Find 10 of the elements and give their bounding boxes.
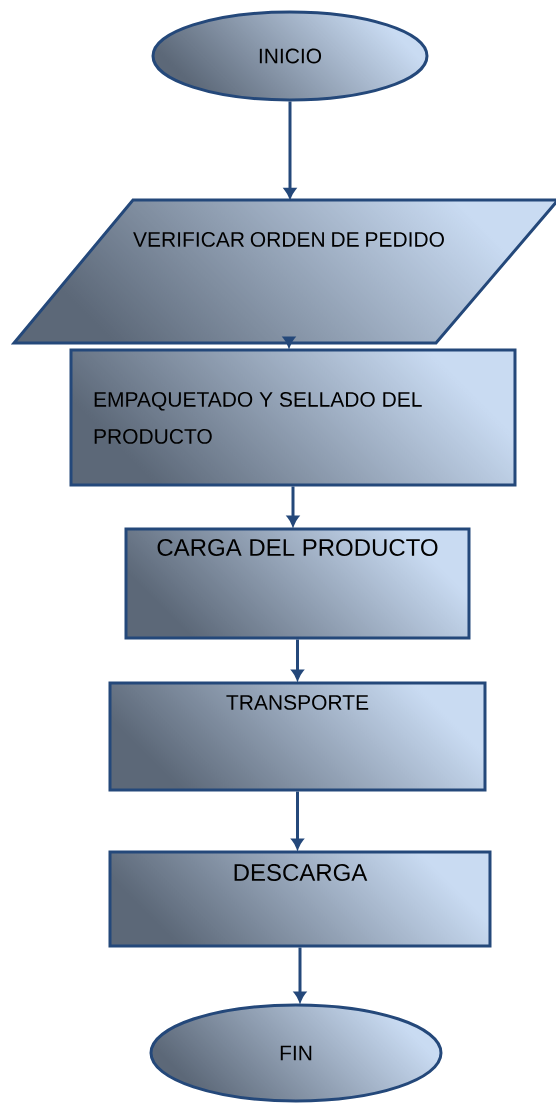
arrow [284, 101, 296, 199]
arrow [283, 336, 295, 348]
process-box: CARGA DEL PRODUCTO [124, 527, 471, 640]
process-box: DESCARGA [108, 850, 492, 948]
arrow [291, 639, 304, 681]
arrow [287, 486, 299, 527]
process-box: EMPAQUETADO Y SELLADO DEL PRODUCTO [69, 348, 517, 487]
arrow [294, 947, 306, 1003]
arrow [291, 791, 304, 850]
process-box: TRANSPORTE [108, 681, 487, 792]
